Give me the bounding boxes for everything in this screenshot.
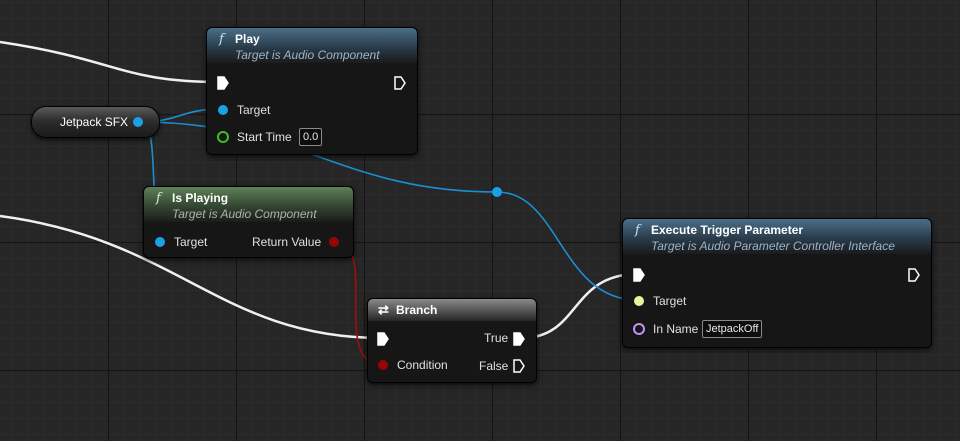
play-node-title: Play bbox=[235, 32, 260, 46]
return-value-pin-label: Return Value bbox=[252, 235, 322, 249]
play-node-header[interactable]: f Play Target is Audio Component bbox=[207, 28, 417, 63]
condition-pin-label: Condition bbox=[397, 358, 448, 372]
true-exec-output-pin[interactable] bbox=[513, 332, 525, 346]
is-playing-node-subtitle: Target is Audio Component bbox=[172, 207, 317, 221]
exec-output-pin[interactable] bbox=[908, 268, 920, 282]
execute-trigger-node-title: Execute Trigger Parameter bbox=[651, 223, 804, 237]
execute-trigger-parameter-node[interactable]: f Execute Trigger Parameter Target is Au… bbox=[622, 218, 932, 348]
execute-trigger-node-subtitle: Target is Audio Parameter Controller Int… bbox=[651, 239, 895, 253]
target-pin-label: Target bbox=[237, 103, 271, 117]
target-pin-label: Target bbox=[653, 294, 687, 308]
is-playing-node-title: Is Playing bbox=[172, 191, 229, 205]
is-playing-node-header[interactable]: f Is Playing Target is Audio Component bbox=[144, 187, 353, 222]
return-value-output-pin[interactable] bbox=[329, 237, 339, 247]
exec-output-pin[interactable] bbox=[394, 76, 406, 90]
false-exec-output-pin[interactable] bbox=[513, 359, 525, 373]
start-time-value-field[interactable]: 0.0 bbox=[299, 128, 323, 146]
branch-icon: ⇄ bbox=[378, 302, 389, 317]
target-input-pin[interactable] bbox=[634, 296, 644, 306]
branch-node-title: Branch bbox=[396, 303, 438, 317]
target-input-pin[interactable] bbox=[218, 105, 228, 115]
in-name-pin-label: In Name bbox=[653, 322, 699, 336]
target-pin-label: Target bbox=[174, 235, 208, 249]
true-pin-label: True bbox=[484, 331, 509, 345]
function-icon: f bbox=[156, 191, 161, 206]
false-pin-label: False bbox=[479, 359, 509, 373]
play-node-subtitle: Target is Audio Component bbox=[235, 48, 380, 62]
exec-input-pin[interactable] bbox=[377, 332, 389, 346]
is-playing-node[interactable]: f Is Playing Target is Audio Component T… bbox=[143, 186, 354, 258]
in-name-value-field[interactable]: JetpackOff bbox=[702, 320, 763, 338]
jetpack-sfx-variable-node[interactable]: Jetpack SFX bbox=[31, 106, 160, 138]
variable-label: Jetpack SFX bbox=[60, 115, 129, 129]
in-name-input-pin[interactable] bbox=[633, 323, 645, 335]
play-node[interactable]: f Play Target is Audio Component Target … bbox=[206, 27, 418, 155]
start-time-input-pin[interactable] bbox=[217, 131, 229, 143]
target-input-pin[interactable] bbox=[155, 237, 165, 247]
exec-input-pin[interactable] bbox=[217, 76, 229, 90]
function-icon: f bbox=[219, 32, 224, 47]
condition-input-pin[interactable] bbox=[378, 360, 388, 370]
branch-node[interactable]: ⇄ Branch True Condition False bbox=[367, 298, 537, 383]
exec-input-pin[interactable] bbox=[633, 268, 645, 282]
execute-trigger-node-header[interactable]: f Execute Trigger Parameter Target is Au… bbox=[623, 219, 931, 254]
start-time-pin-label: Start Time bbox=[237, 130, 292, 144]
variable-output-pin[interactable] bbox=[133, 117, 143, 127]
branch-node-header[interactable]: ⇄ Branch bbox=[368, 299, 536, 321]
function-icon: f bbox=[635, 223, 640, 238]
